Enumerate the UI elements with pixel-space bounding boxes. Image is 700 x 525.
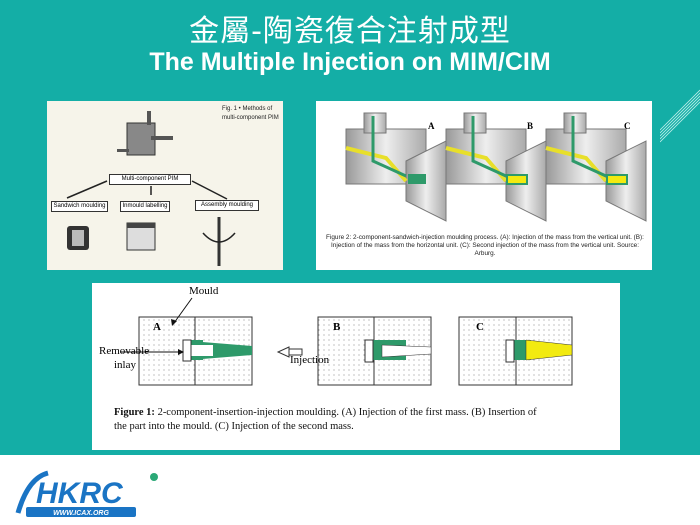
ihkrc-logo: HKRC WWW.ICAX.ORG: [15, 470, 158, 517]
caption-bold: Figure 1:: [114, 407, 155, 418]
label-c: C: [624, 121, 631, 131]
footer-band: HKRC WWW.ICAX.ORG: [0, 455, 700, 525]
logo-url: WWW.ICAX.ORG: [53, 510, 109, 517]
insertion-injection-diagrams: [120, 297, 573, 386]
pim-root-box: Multi-component PIM: [109, 174, 191, 185]
label-b: B: [527, 121, 534, 131]
fig-caption-line1: Fig. 1 • Methods of: [222, 106, 273, 112]
pim-machine-diagram: [66, 111, 236, 266]
branch-assembly: Assembly moulding: [195, 200, 259, 211]
removable-label: Removable: [99, 345, 150, 357]
label-a: A: [428, 121, 435, 131]
label-c: C: [476, 321, 484, 333]
slide-title-english: The Multiple Injection on MIM/CIM: [149, 48, 551, 76]
slide-title-chinese: 金屬-陶瓷復合注射成型: [189, 14, 511, 49]
figure-2-caption: Figure 2: 2-component-sandwich-injection…: [326, 234, 644, 257]
label-a: A: [153, 321, 161, 333]
fig-caption-line2: multi-component PIM: [222, 115, 279, 121]
branch-inmould: Inmould labelling: [120, 201, 170, 212]
figure-1-caption: Figure 1: 2-component-insertion-injectio…: [114, 406, 537, 434]
mould-label: Mould: [189, 285, 219, 297]
label-b: B: [333, 321, 341, 333]
insertion-injection-figure: Mould A B C Removable inlay Injection Fi…: [92, 283, 620, 450]
svg-text:HKRC: HKRC: [36, 477, 124, 510]
caption-line1: 2-component-insertion-injection moulding…: [157, 407, 537, 418]
inlay-label: inlay: [114, 359, 136, 371]
sandwich-injection-figure: A B C Figure 2: 2-component-sandwich-inj…: [316, 101, 652, 270]
decorative-stripes: [660, 89, 700, 143]
caption-line2: the part into the mould. (C) Injection o…: [114, 421, 354, 432]
sandwich-injection-diagrams: [345, 111, 648, 223]
multi-component-pim-figure: Fig. 1 • Methods of multi-component PIM …: [47, 101, 283, 270]
injection-label: Injection: [290, 354, 330, 366]
branch-sandwich: Sandwich moulding: [51, 201, 108, 212]
